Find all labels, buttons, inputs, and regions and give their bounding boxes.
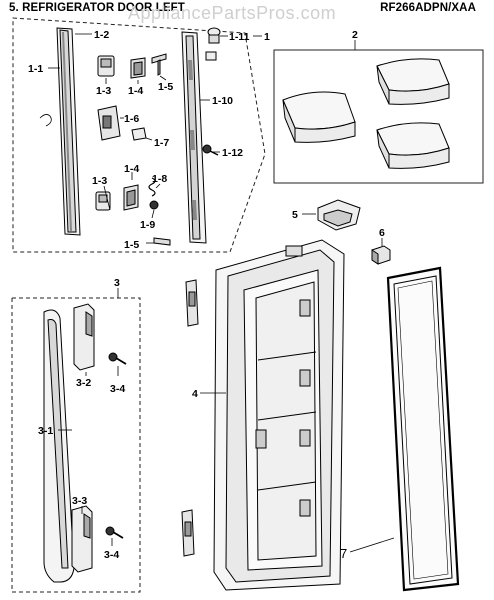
part-1-12-screw: [202, 144, 219, 156]
door-hinge-upper: [185, 279, 199, 327]
label-1-9: 1-9: [140, 219, 155, 231]
watermark: AppliancePartsPros.com: [128, 3, 337, 23]
label-1-6: 1-6: [124, 113, 139, 125]
group-2-box: [273, 49, 484, 184]
label-1-5-upper: 1-5: [158, 81, 173, 93]
part-1-6-hinge: [97, 105, 121, 141]
label-6: 6: [379, 227, 385, 239]
part-1-11-screw-pin: [205, 27, 221, 61]
part-5-handle-bracket: [302, 199, 361, 231]
label-3-4-upper: 3-4: [110, 383, 125, 395]
part-1-5-pin-lower: [153, 237, 171, 246]
label-1-3-upper: 1-3: [96, 85, 111, 97]
label-1: 1: [264, 31, 270, 43]
part-2-bin-left: [282, 91, 356, 143]
part-1-3-cap-upper: [97, 55, 115, 77]
part-4-door: [200, 239, 345, 591]
part-7-gasket: [349, 266, 460, 592]
leader-lines-group-1: [48, 33, 262, 244]
part-6-block: [371, 238, 391, 265]
part-2-bin-right-top: [376, 58, 450, 105]
label-7: 7: [340, 546, 347, 561]
label-5: 5: [292, 209, 298, 221]
part-1-7-clip: [131, 127, 147, 141]
label-1-2: 1-2: [94, 29, 109, 41]
label-1-8: 1-8: [152, 173, 167, 185]
part-1-4-bracket-lower: [123, 184, 139, 211]
label-3-3: 3-3: [72, 495, 87, 507]
group-3-box: [11, 297, 141, 593]
label-1-12: 1-12: [222, 147, 243, 159]
label-4: 4: [192, 388, 198, 400]
label-1-11: 1-11: [229, 31, 250, 43]
diagram-title: 5. REFRIGERATOR DOOR LEFT: [9, 2, 185, 14]
part-1-8-spring: [148, 177, 159, 210]
part-3-4-screw-lower: [105, 526, 124, 539]
label-3: 3: [114, 277, 120, 289]
label-1-7: 1-7: [154, 137, 169, 149]
part-1-1-strip: [39, 27, 81, 236]
part-1-4-bracket-upper: [130, 57, 146, 79]
label-1-10: 1-10: [212, 95, 233, 107]
label-1-1: 1-1: [28, 63, 43, 75]
part-2-bin-right-bottom: [376, 122, 450, 169]
label-1-3-lower: 1-3: [92, 175, 107, 187]
group-1-box: [12, 17, 266, 253]
part-1-5-pin-upper: [151, 53, 167, 76]
label-3-4-lower: 3-4: [104, 549, 119, 561]
part-3-1-handle: [43, 309, 75, 583]
model-number: RF266ADPN/XAA: [380, 2, 476, 14]
part-3-2-cap: [73, 303, 95, 371]
part-1-10-strip: [181, 31, 207, 244]
part-3-3-cap: [71, 505, 93, 573]
label-1-5-lower: 1-5: [124, 239, 139, 251]
door-hinge-lower: [181, 509, 195, 557]
label-2: 2: [352, 29, 358, 41]
label-1-4-upper: 1-4: [128, 85, 143, 97]
part-3-4-screw-upper: [108, 352, 127, 365]
label-1-4-lower: 1-4: [124, 163, 139, 175]
label-3-2: 3-2: [76, 377, 91, 389]
label-3-1: 3-1: [38, 425, 53, 437]
